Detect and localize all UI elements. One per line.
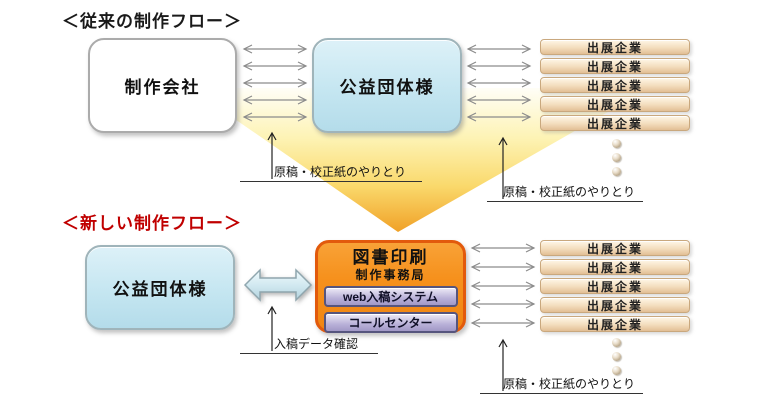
exhibitor-box: 出展企業 — [540, 58, 690, 74]
office-feature-button: web入稿システム — [323, 286, 458, 307]
exhibitor-stack-legacy: 出展企業出展企業出展企業出展企業出展企業 — [540, 39, 690, 131]
bidirectional-arrows-right-icon — [466, 44, 532, 122]
exhibitor-box: 出展企業 — [540, 96, 690, 112]
print-office-dept: 制作事務局 — [355, 268, 426, 282]
bidirectional-arrows-left-icon — [242, 44, 308, 122]
org-box-legacy: 公益団体様 — [312, 38, 462, 133]
exhibitor-stack-new: 出展企業出展企業出展企業出展企業出展企業 — [540, 240, 690, 332]
up-arrow-icon — [267, 131, 277, 179]
org-box-new: 公益団体様 — [85, 245, 235, 330]
org-box-new-label: 公益団体様 — [112, 280, 208, 299]
exhibitor-box: 出展企業 — [540, 297, 690, 313]
submit-data-note: 入稿データ確認 — [240, 335, 378, 354]
exhibitor-box: 出展企業 — [540, 39, 690, 55]
up-arrow-icon — [267, 305, 277, 351]
exchange-note-left: 原稿・校正紙のやりとり — [240, 163, 422, 182]
maker-box: 制作会社 — [88, 38, 237, 133]
up-arrow-icon — [498, 338, 508, 391]
exchange-note-right: 原稿・校正紙のやりとり — [487, 183, 643, 202]
exhibitor-box: 出展企業 — [540, 240, 690, 256]
exhibitor-box: 出展企業 — [540, 115, 690, 131]
org-box-legacy-label: 公益団体様 — [339, 78, 435, 97]
ellipsis-dot — [612, 167, 621, 176]
exhibitor-box: 出展企業 — [540, 259, 690, 275]
legacy-flow-title: ＜従来の制作フロー＞ — [62, 12, 242, 31]
new-flow-title: ＜新しい制作フロー＞ — [62, 214, 242, 233]
ellipsis-dot — [612, 338, 621, 347]
exhibitor-box: 出展企業 — [540, 278, 690, 294]
ellipsis-dot — [612, 153, 621, 162]
exhibitor-box: 出展企業 — [540, 316, 690, 332]
ellipsis-dot — [612, 366, 621, 375]
ellipsis-dot — [612, 139, 621, 148]
print-office-box: 図書印刷 制作事務局 web入稿システムコールセンター — [315, 240, 466, 333]
print-office-buttons: web入稿システムコールセンター — [323, 286, 458, 333]
bidirectional-arrows-bottom-icon — [470, 243, 536, 328]
thick-double-arrow-icon — [243, 268, 313, 302]
ellipsis-dot — [612, 352, 621, 361]
exchange-note-bottom: 原稿・校正紙のやりとり — [480, 375, 643, 394]
maker-box-label: 制作会社 — [124, 78, 201, 97]
up-arrow-icon — [498, 136, 508, 199]
office-feature-button: コールセンター — [323, 312, 458, 333]
exhibitor-box: 出展企業 — [540, 77, 690, 93]
print-office-name: 図書印刷 — [352, 248, 429, 267]
